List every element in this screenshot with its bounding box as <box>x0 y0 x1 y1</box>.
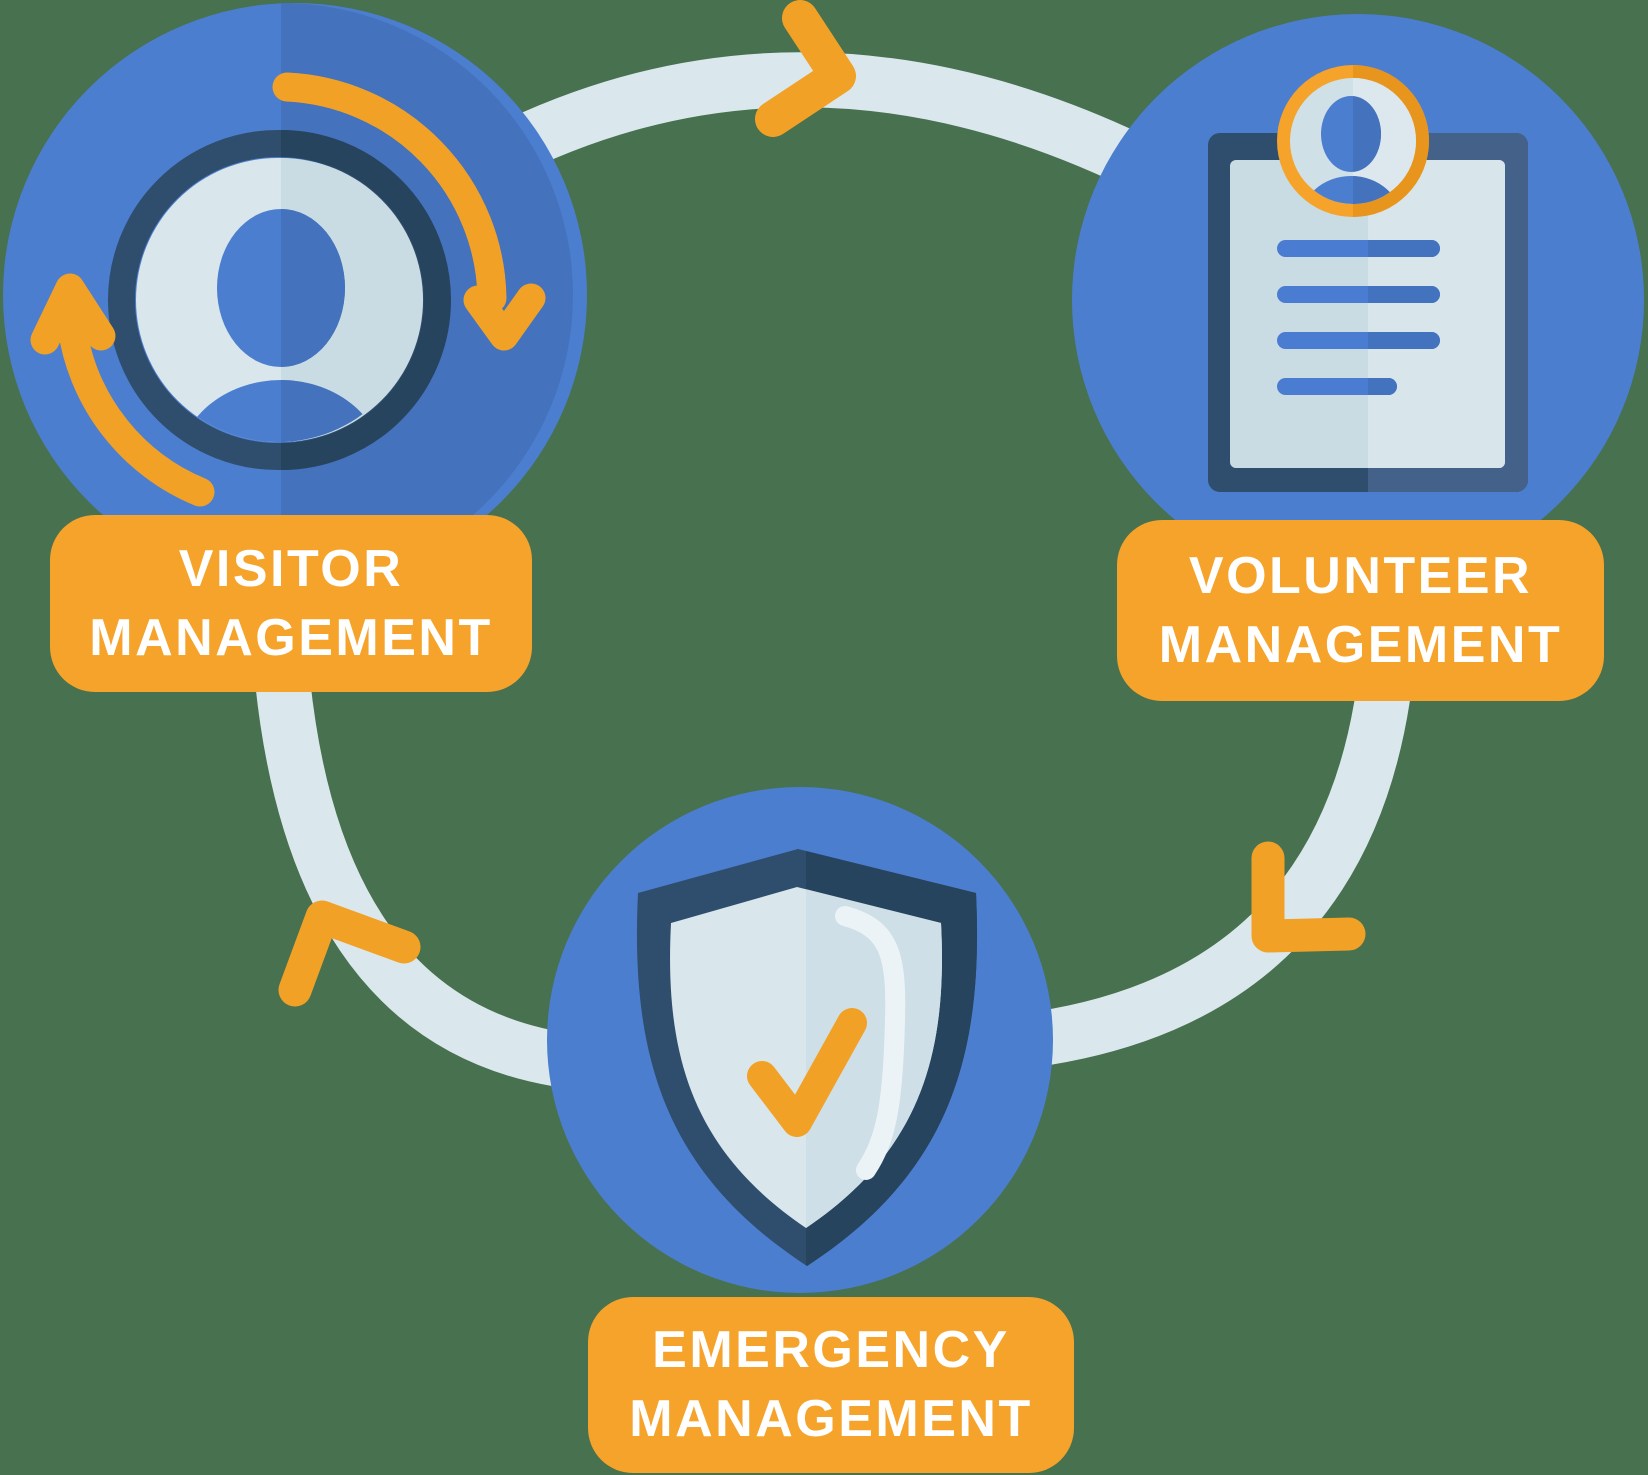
avatar-ring-shade <box>280 130 451 470</box>
refresh-arrows-icon <box>30 72 546 507</box>
visitor-management-badge: VISITOR MANAGEMENT <box>50 515 532 692</box>
volunteer-management-badge: VOLUNTEER MANAGEMENT <box>1117 520 1604 701</box>
avatar-badge-icon <box>1277 65 1429 217</box>
badge-line-1: VOLUNTEER <box>1188 546 1533 605</box>
badge-line-2: MANAGEMENT <box>89 608 493 667</box>
emergency-node-icon <box>547 787 1053 1293</box>
document-icon <box>1208 133 1528 492</box>
emergency-management-badge: EMERGENCY MANAGEMENT <box>588 1297 1074 1473</box>
badge-line-1: VISITOR <box>178 539 404 598</box>
volunteer-node-icon <box>1072 14 1644 586</box>
cycle-chevron-left-icon <box>278 900 421 1007</box>
badge-line-2: MANAGEMENT <box>1158 615 1563 674</box>
shield-gloss-highlight <box>835 906 906 1180</box>
badge-line-2: MANAGEMENT <box>629 1390 1033 1448</box>
shield-icon <box>636 849 978 1266</box>
cycle-chevron-right-icon <box>1251 841 1366 953</box>
checkmark-icon <box>747 1008 867 1137</box>
cycle-chevron-top-icon <box>755 0 856 137</box>
badge-line-1: EMERGENCY <box>652 1321 1010 1379</box>
visitor-node-icon <box>3 3 587 587</box>
person-icon <box>178 209 384 442</box>
